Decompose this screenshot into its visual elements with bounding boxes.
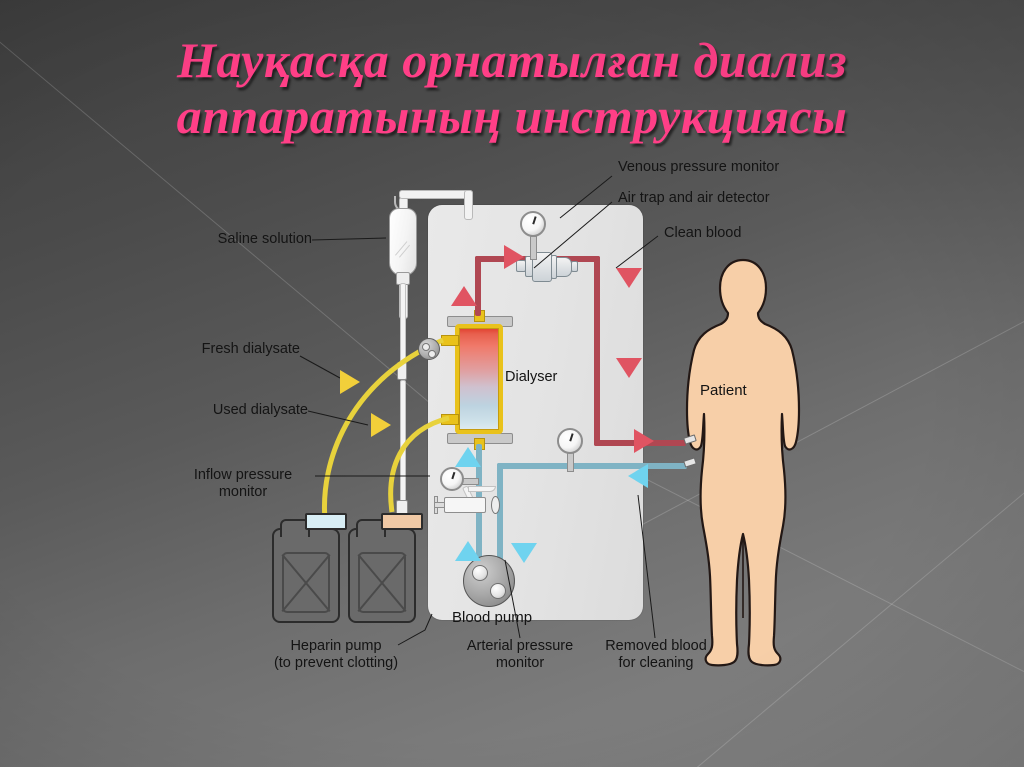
container-panel xyxy=(357,552,407,613)
flow-arrow-yellow-fresh xyxy=(340,370,360,394)
flow-arrow-red-down xyxy=(616,358,642,378)
container-cap-fresh xyxy=(305,513,347,530)
dialysate-container-used xyxy=(348,519,416,623)
dialyser-cartridge xyxy=(455,324,503,434)
heparin-pump-syringe xyxy=(434,496,492,514)
arterial-gauge-stem xyxy=(567,452,574,472)
title-line-2: аппаратының инструкциясы xyxy=(176,88,848,144)
flow-arrow-blue-up xyxy=(455,447,481,467)
flow-arrow-blue-left xyxy=(628,464,648,488)
title-line-1: Науқасқа орнатылған диализ xyxy=(176,32,848,88)
inflow-pressure-gauge xyxy=(440,467,464,491)
label-patient: Patient xyxy=(700,382,747,399)
dialyser-port-top-left xyxy=(441,335,459,346)
flow-arrow-blue-up xyxy=(455,541,481,561)
label-dialyser: Dialyser xyxy=(505,369,558,385)
slide-title: Науқасқа орнатылған диализ аппаратының и… xyxy=(0,32,1024,144)
pump-roller xyxy=(472,565,488,581)
flow-arrow-red-up xyxy=(451,286,477,306)
container-cap-used xyxy=(381,513,423,530)
dialysate-coupler-upper xyxy=(418,338,440,360)
decorative-diagonal-line xyxy=(599,455,1024,767)
dialysate-container-fresh xyxy=(272,519,340,623)
flow-arrow-yellow-used xyxy=(371,413,391,437)
venous-gauge-stem xyxy=(530,236,537,260)
dialyser-port-bottom-left xyxy=(441,414,459,425)
venous-pressure-gauge xyxy=(520,211,546,237)
label-removed-blood: Removed blood for cleaning xyxy=(605,638,707,672)
coupler-port xyxy=(428,350,436,358)
coupler-port xyxy=(422,343,430,351)
air-trap-outlet xyxy=(571,261,578,272)
iv-pole-downrod xyxy=(464,190,473,220)
label-inflow-pressure-monitor: Inflow pressure monitor xyxy=(193,467,293,501)
label-fresh-dialysate: Fresh dialysate xyxy=(201,341,300,357)
iv-pole-crossbar xyxy=(399,190,473,199)
label-venous-pressure-monitor: Venous pressure monitor xyxy=(618,159,780,175)
blood-pump-rotor xyxy=(463,555,515,607)
saline-drip-tube xyxy=(400,283,406,365)
label-used-dialysate: Used dialysate xyxy=(212,402,308,418)
flow-arrow-blue-down xyxy=(511,543,537,563)
air-detector-body xyxy=(556,257,572,277)
air-trap-and-air-detector xyxy=(516,252,578,282)
saline-solution-bag xyxy=(389,208,417,276)
blood-tube-from-patient xyxy=(497,463,687,469)
pump-roller xyxy=(490,583,506,599)
label-heparin-pump: Heparin pump (to prevent clotting) xyxy=(273,638,399,672)
saline-drip-chamber xyxy=(397,362,407,380)
flow-arrow-red-right xyxy=(504,245,524,269)
label-blood-pump: Blood pump xyxy=(452,609,533,626)
inflow-monitor-line-2 xyxy=(468,486,496,492)
blood-tube-dialyser-to-top xyxy=(475,256,481,316)
container-panel xyxy=(281,552,331,613)
arterial-pressure-gauge xyxy=(557,428,583,454)
flow-arrow-red-down xyxy=(616,268,642,288)
heparin-injection-port xyxy=(491,496,500,514)
label-air-trap: Air trap and air detector xyxy=(618,190,770,206)
label-saline-solution: Saline solution xyxy=(217,231,312,247)
label-clean-blood: Clean blood xyxy=(664,225,742,241)
saline-lower-tube xyxy=(400,380,406,502)
syringe-barrel xyxy=(444,497,486,513)
flow-arrow-red-right xyxy=(634,429,654,453)
blood-tube-right-vertical xyxy=(594,256,600,446)
label-arterial-pressure-monitor: Arterial pressure monitor xyxy=(466,638,574,672)
blood-tube-down-to-pump xyxy=(497,463,503,573)
